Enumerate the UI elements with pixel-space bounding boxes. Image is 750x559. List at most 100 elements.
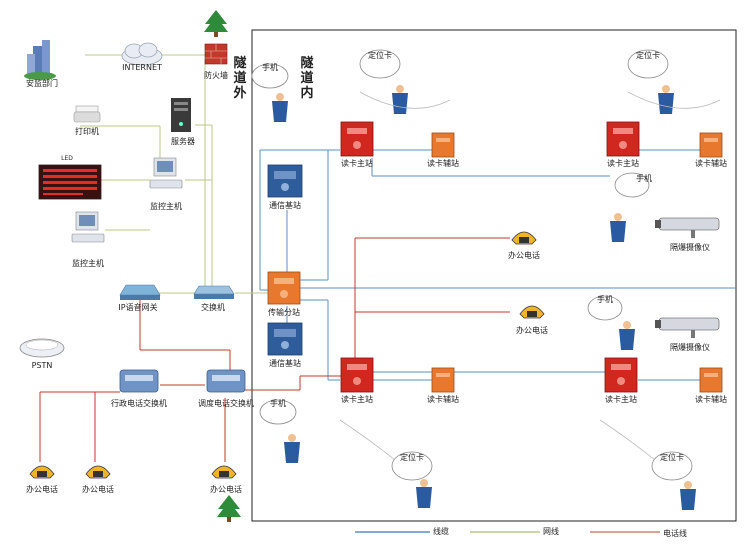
speech-bubble-icon	[614, 172, 650, 198]
reader-aux-4-label: 读卡辅站	[695, 395, 727, 404]
office-phone-3-label: 办公电话	[210, 485, 242, 494]
office-phone-2-label: 办公电话	[82, 485, 114, 494]
reader-main-3-label: 读卡主站	[341, 395, 373, 404]
tag-1-label: 定位卡	[368, 51, 392, 60]
building-icon	[24, 40, 56, 80]
phone-icon	[85, 465, 111, 479]
server-label: 服务器	[171, 137, 195, 146]
worker-icon	[610, 213, 626, 242]
phone-out-label: 手机	[262, 63, 278, 72]
comm-base-2-label: 通信基站	[269, 359, 301, 368]
reader-main-4-label: 读卡主站	[605, 395, 637, 404]
worker-icon	[284, 434, 300, 463]
phone-icon	[511, 231, 537, 245]
tunnel-boundary	[251, 29, 737, 522]
monitor-host-1-label: 监控主机	[150, 202, 182, 211]
safety-dept-label: 安监部门	[26, 79, 58, 88]
camera-icon	[655, 217, 720, 238]
camera-icon	[655, 317, 720, 338]
office-phone-5-label: 办公电话	[516, 326, 548, 335]
gateway-icon	[119, 284, 161, 300]
transmission-substation-icon	[267, 271, 301, 305]
speech-bubble-icon	[359, 49, 401, 79]
worker-icon	[619, 321, 635, 350]
reader-aux-icon	[699, 367, 723, 393]
speech-bubble-icon	[651, 451, 693, 481]
network-lines	[80, 54, 268, 294]
exchange-icon	[206, 369, 246, 393]
transmission-sub-label: 传输分站	[268, 308, 300, 317]
phone-in-1-label: 手机	[636, 174, 652, 183]
office-phone-1-label: 办公电话	[26, 485, 58, 494]
exchange-icon	[119, 369, 159, 393]
cable-lines	[259, 149, 736, 381]
admin-exchange-label: 行政电话交换机	[111, 399, 167, 408]
legend-phone-label: 电话线	[663, 529, 687, 538]
worker-icon	[416, 479, 432, 508]
switch-icon	[193, 285, 235, 299]
phone-icon	[519, 305, 545, 319]
reader-main-1-label: 读卡主站	[341, 159, 373, 168]
reader-aux-icon	[431, 367, 455, 393]
legend-network-label: 网线	[543, 527, 559, 536]
phone-in-2-label: 手机	[597, 295, 613, 304]
base-station-icon	[267, 164, 303, 198]
signal-arcs	[339, 91, 721, 461]
camera-1-label: 隔爆摄像仪	[670, 243, 710, 252]
ip-gateway-label: IP语音网关	[118, 303, 158, 312]
tag-2-label: 定位卡	[636, 51, 660, 60]
firewall-icon	[204, 43, 228, 65]
led-board-icon	[38, 164, 102, 200]
firewall-label: 防火墙	[204, 71, 228, 80]
worker-icon	[272, 93, 288, 122]
computer-icon	[149, 157, 183, 189]
reader-main-icon	[604, 357, 638, 393]
internet-label: INTERNET	[122, 63, 162, 72]
reader-aux-2-label: 读卡辅站	[695, 159, 727, 168]
office-phone-4-label: 办公电话	[508, 251, 540, 260]
zone-inside-label: 隧道内	[300, 56, 314, 101]
reader-aux-icon	[699, 132, 723, 158]
tree-icon	[217, 495, 241, 522]
phone-in-3-label: 手机	[270, 399, 286, 408]
reader-main-2-label: 读卡主站	[607, 159, 639, 168]
camera-2-label: 隔爆摄像仪	[670, 343, 710, 352]
comm-base-1-label: 通信基站	[269, 201, 301, 210]
worker-icon	[680, 481, 696, 510]
pstn-label: PSTN	[31, 361, 53, 370]
printer-label: 打印机	[75, 127, 99, 136]
tag-3-label: 定位卡	[400, 453, 424, 462]
speech-bubble-icon	[627, 49, 669, 79]
speech-bubble-icon	[391, 451, 433, 481]
switch-label: 交换机	[201, 303, 225, 312]
phone-icon	[29, 465, 55, 479]
speech-bubbles	[251, 49, 693, 481]
tree-icon	[204, 10, 228, 37]
speech-bubble-icon	[251, 63, 289, 89]
phone-icon	[211, 465, 237, 479]
base-station-icon	[267, 322, 303, 356]
reader-main-icon	[340, 357, 374, 393]
cloud-icon	[121, 42, 163, 66]
reader-aux-1-label: 读卡辅站	[427, 159, 459, 168]
worker-icon	[392, 85, 408, 114]
reader-aux-3-label: 读卡辅站	[427, 395, 459, 404]
speech-bubble-icon	[587, 295, 623, 321]
monitor-host-2-label: 监控主机	[72, 259, 104, 268]
led-label: LED	[61, 155, 73, 162]
legend-cable-label: 线缆	[433, 527, 449, 536]
reader-main-icon	[606, 121, 640, 157]
pstn-icon	[19, 338, 65, 358]
printer-icon	[73, 105, 101, 123]
dispatch-exchange-label: 调度电话交换机	[198, 399, 254, 408]
tag-4-label: 定位卡	[660, 453, 684, 462]
reader-main-icon	[340, 121, 374, 157]
computer-icon	[71, 211, 105, 243]
server-icon	[171, 98, 191, 132]
worker-icon	[658, 85, 674, 114]
speech-bubble-icon	[259, 399, 297, 425]
zone-outside-label: 隧道外	[233, 56, 247, 101]
reader-aux-icon	[431, 132, 455, 158]
